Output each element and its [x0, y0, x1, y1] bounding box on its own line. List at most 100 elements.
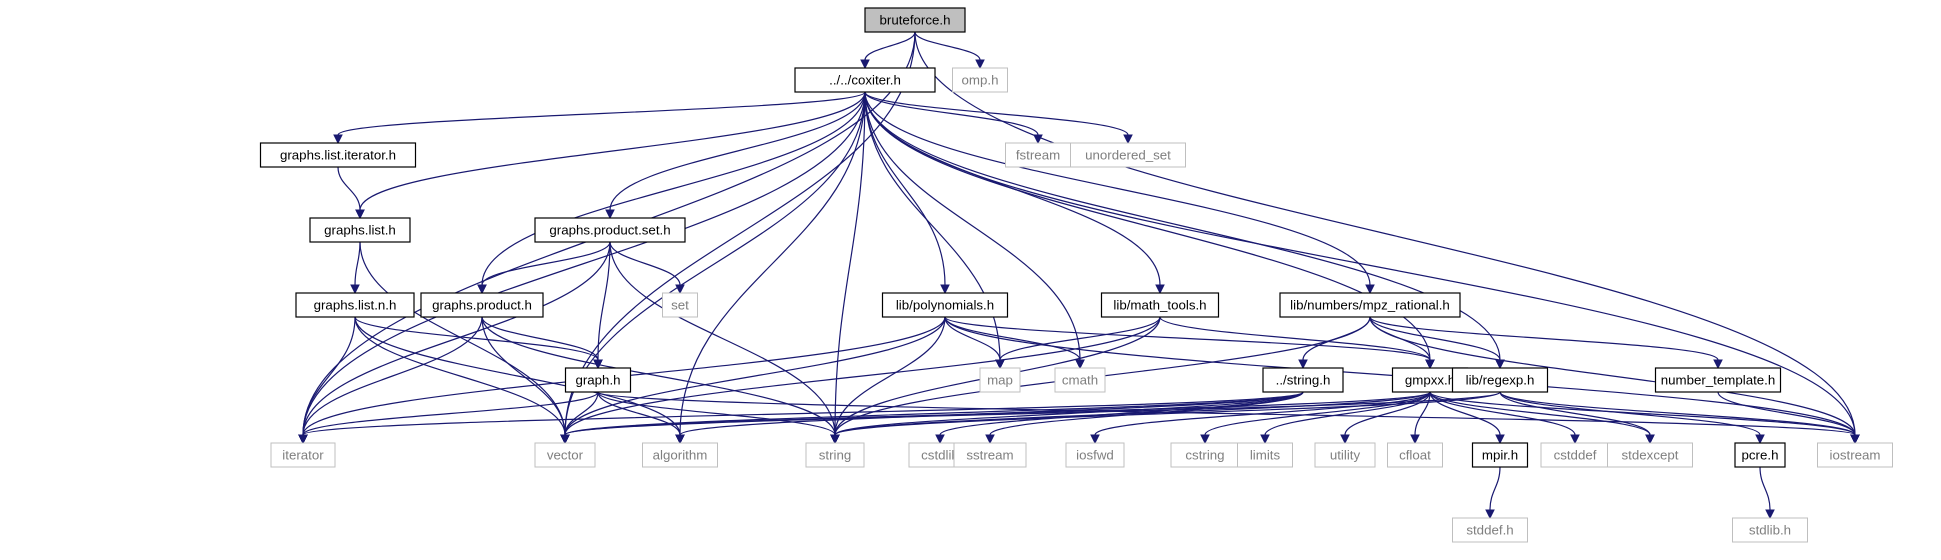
node-label: graphs.list.n.h [314, 298, 397, 313]
edge-gln-to-algorithm [354, 316, 685, 445]
edge-mpzr-to-gmpxx [1369, 316, 1435, 370]
edge-regexp-to-string [830, 391, 1501, 445]
edge-coxiter-to-gl_iter [333, 91, 866, 145]
node-gp[interactable]: graphs.product.h [420, 292, 544, 318]
node-box [1065, 442, 1125, 468]
node-stdlib: stdlib.h [1732, 517, 1808, 543]
node-coxiter[interactable]: ../../coxiter.h [794, 67, 936, 93]
edge-coxiter-to-cmath [864, 91, 1085, 370]
node-label: lib/numbers/mpz_rational.h [1290, 298, 1450, 313]
edge-gmpxx-to-limits [1260, 391, 1431, 445]
edge-regexp-to-iostream [1499, 391, 1860, 445]
node-label: cstddef [1554, 448, 1597, 463]
edge-gmpxx-to-mpir [1429, 391, 1505, 445]
edge-coxiter-to-map [864, 91, 1005, 370]
node-cmath: cmath [1054, 367, 1106, 393]
node-box [794, 67, 936, 93]
node-box [1817, 442, 1893, 468]
edge-gmpxx-to-utility [1340, 391, 1431, 445]
node-label: lib/math_tools.h [1113, 298, 1206, 313]
node-box [881, 292, 1009, 318]
node-graph[interactable]: graph.h [564, 367, 632, 393]
node-gl[interactable]: graphs.list.h [309, 217, 411, 243]
edge-mpzr-to-numtpl [1369, 316, 1723, 370]
node-label: stdlib.h [1749, 523, 1791, 538]
node-box [1070, 142, 1186, 168]
node-mpzr[interactable]: lib/numbers/mpz_rational.h [1279, 292, 1461, 318]
node-numtpl[interactable]: number_template.h [1654, 367, 1782, 393]
node-map: map [979, 367, 1021, 393]
node-label: stddef.h [1466, 523, 1513, 538]
node-box [952, 67, 1008, 93]
node-pcre[interactable]: pcre.h [1734, 442, 1786, 468]
node-box [1237, 442, 1293, 468]
node-box [979, 367, 1021, 393]
node-label: map [987, 373, 1013, 388]
edge-gps-to-gp [477, 241, 611, 295]
node-box [1734, 442, 1786, 468]
node-box [953, 442, 1027, 468]
edge-gmpxx-to-iosfwd [1090, 391, 1431, 445]
node-set: set [662, 292, 698, 318]
edge-gmpxx-to-cfloat [1410, 391, 1431, 445]
edge-coxiter-to-algorithm [675, 91, 866, 445]
node-box [642, 442, 718, 468]
edge-coxiter-to-gl [355, 91, 866, 220]
edge-coxiter-to-fstream [864, 91, 1043, 145]
node-label: limits [1250, 448, 1281, 463]
edge-gps-to-set [609, 241, 685, 295]
node-gps[interactable]: graphs.product.set.h [534, 217, 686, 243]
node-gl_iter[interactable]: graphs.list.iterator.h [259, 142, 417, 168]
node-cfloat: cfloat [1387, 442, 1443, 468]
node-label: graphs.list.h [324, 223, 396, 238]
node-box [534, 442, 596, 468]
node-box [564, 367, 632, 393]
node-gln[interactable]: graphs.list.n.h [295, 292, 415, 318]
node-box [1732, 517, 1808, 543]
node-regexp[interactable]: lib/regexp.h [1451, 367, 1549, 393]
edge-coxiter-to-unordered_set [864, 91, 1133, 145]
node-label: string [819, 448, 852, 463]
node-cstddef: cstddef [1540, 442, 1610, 468]
node-iosfwd: iosfwd [1065, 442, 1125, 468]
edge-coxiter-to-gp [477, 91, 866, 295]
node-box [1262, 367, 1344, 393]
node-iostream: iostream [1817, 442, 1893, 468]
node-mpir[interactable]: mpir.h [1471, 442, 1529, 468]
node-box [864, 7, 966, 33]
node-label: sstream [966, 448, 1013, 463]
node-box [1314, 442, 1376, 468]
edge-regexp-to-stdexcept [1499, 391, 1655, 445]
node-label: iostream [1830, 448, 1881, 463]
node-box [259, 142, 417, 168]
node-box [805, 442, 865, 468]
node-box [1170, 442, 1240, 468]
node-label: mpir.h [1482, 448, 1518, 463]
edge-coxiter-to-string [830, 91, 866, 445]
node-mtools[interactable]: lib/math_tools.h [1100, 292, 1220, 318]
edge-gln-to-iterator [298, 316, 356, 445]
node-label: utility [1330, 448, 1361, 463]
node-box [662, 292, 698, 318]
node-sstream: sstream [953, 442, 1027, 468]
node-box [1387, 442, 1443, 468]
node-utility: utility [1314, 442, 1376, 468]
node-box [420, 292, 544, 318]
node-poly[interactable]: lib/polynomials.h [881, 292, 1009, 318]
node-label: bruteforce.h [880, 13, 951, 28]
node-bruteforce[interactable]: bruteforce.h [864, 7, 966, 33]
node-label: lib/regexp.h [1466, 373, 1535, 388]
edge-pcre-to-stdlib [1759, 466, 1775, 520]
node-box [1451, 367, 1549, 393]
edge-coxiter-to-mtools [864, 91, 1165, 295]
node-box [1540, 442, 1610, 468]
node-str[interactable]: ../string.h [1262, 367, 1344, 393]
node-label: stdexcept [1622, 448, 1679, 463]
edge-bruteforce-to-omp [914, 31, 985, 70]
node-iterator: iterator [270, 442, 336, 468]
node-label: vector [547, 448, 584, 463]
node-unordered_set: unordered_set [1070, 142, 1186, 168]
node-label: graphs.list.iterator.h [280, 148, 396, 163]
edge-gp-to-graph [481, 316, 603, 370]
